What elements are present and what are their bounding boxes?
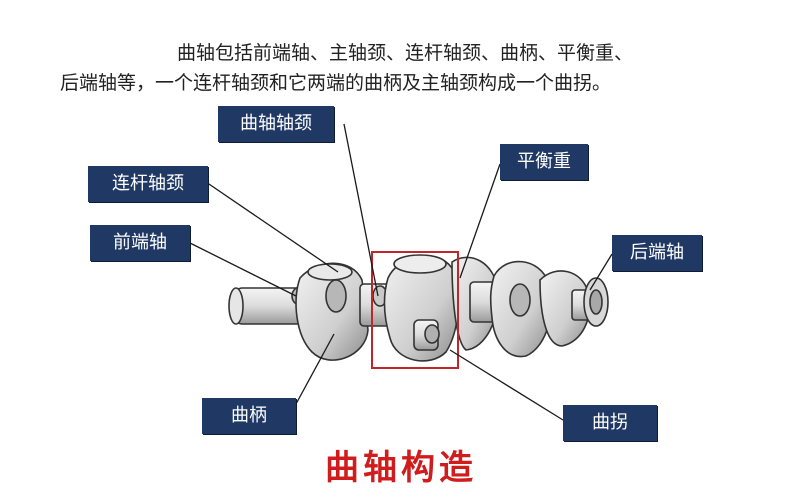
leader-crank-throw [449,349,564,421]
label-crank-throw: 曲拐 [563,405,657,441]
diagram-caption: 曲轴构造 [325,448,477,488]
leader-lines [187,123,613,421]
label-counterweight: 平衡重 [500,144,588,180]
leader-front-shaft [187,241,297,297]
counterweight-shape [451,256,499,351]
intro-line-1: 曲轴包括前端轴、主轴颈、连杆轴颈、曲柄、平衡重、 [177,42,634,64]
leader-crank-web [295,333,335,405]
label-front-shaft: 前端轴 [90,225,190,261]
crank-web-2-shape [489,260,591,358]
label-rear-shaft: 后端轴 [612,235,702,271]
leader-main-journal [343,123,379,297]
leader-rod-journal [205,181,339,273]
crank-throw-highlight-box [371,251,459,369]
crank-web-1-shape [295,262,369,361]
intro-text: 曲轴包括前端轴、主轴颈、连杆轴颈、曲柄、平衡重、 后端轴等，一个连杆轴颈和它两端… [60,38,760,98]
leader-counterweight [459,163,501,279]
leader-rear-shaft [589,253,613,291]
intro-line-2: 后端轴等，一个连杆轴颈和它两端的曲柄及主轴颈构成一个曲拐。 [60,72,612,94]
label-main-journal: 曲轴轴颈 [218,106,334,142]
crank-throw-shape [383,254,460,362]
label-crank-web: 曲柄 [202,398,296,434]
label-rod-journal: 连杆轴颈 [88,166,208,202]
